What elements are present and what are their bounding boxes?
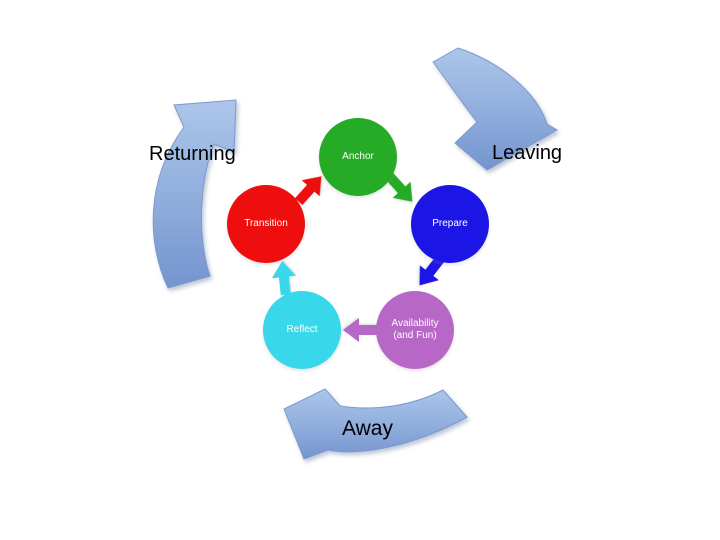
stage-circle-availability: Availability (and Fun) [376,291,454,369]
stage-label-availability-line2: (and Fun) [393,330,437,341]
arrow-availability-to-reflect [343,318,377,342]
stage-circle-prepare: Prepare [411,185,489,263]
leaving-curved-arrow [432,47,558,171]
stage-circle-reflect: Reflect [263,291,341,369]
stage-label-availability-line1: Availability [391,317,439,329]
arrow-anchor-to-prepare [385,173,413,202]
stage-circle-transition: Transition [227,185,305,263]
away-curved-arrow [283,388,468,460]
stage-label-prepare: Prepare [432,217,468,229]
stage-label-transition: Transition [244,217,288,229]
stage-label-reflect: Reflect [286,323,318,335]
returning-curved-arrow [152,99,237,289]
arrow-transition-to-anchor [294,176,322,205]
stage-circle-anchor: Anchor [319,118,397,196]
arrow-reflect-to-transition [271,261,296,296]
arrow-prepare-to-availability [419,255,445,286]
stage-label-anchor: Anchor [342,150,374,162]
returning-label: Returning [149,143,236,165]
away-label: Away [342,417,393,440]
leaving-label: Leaving [492,142,563,164]
